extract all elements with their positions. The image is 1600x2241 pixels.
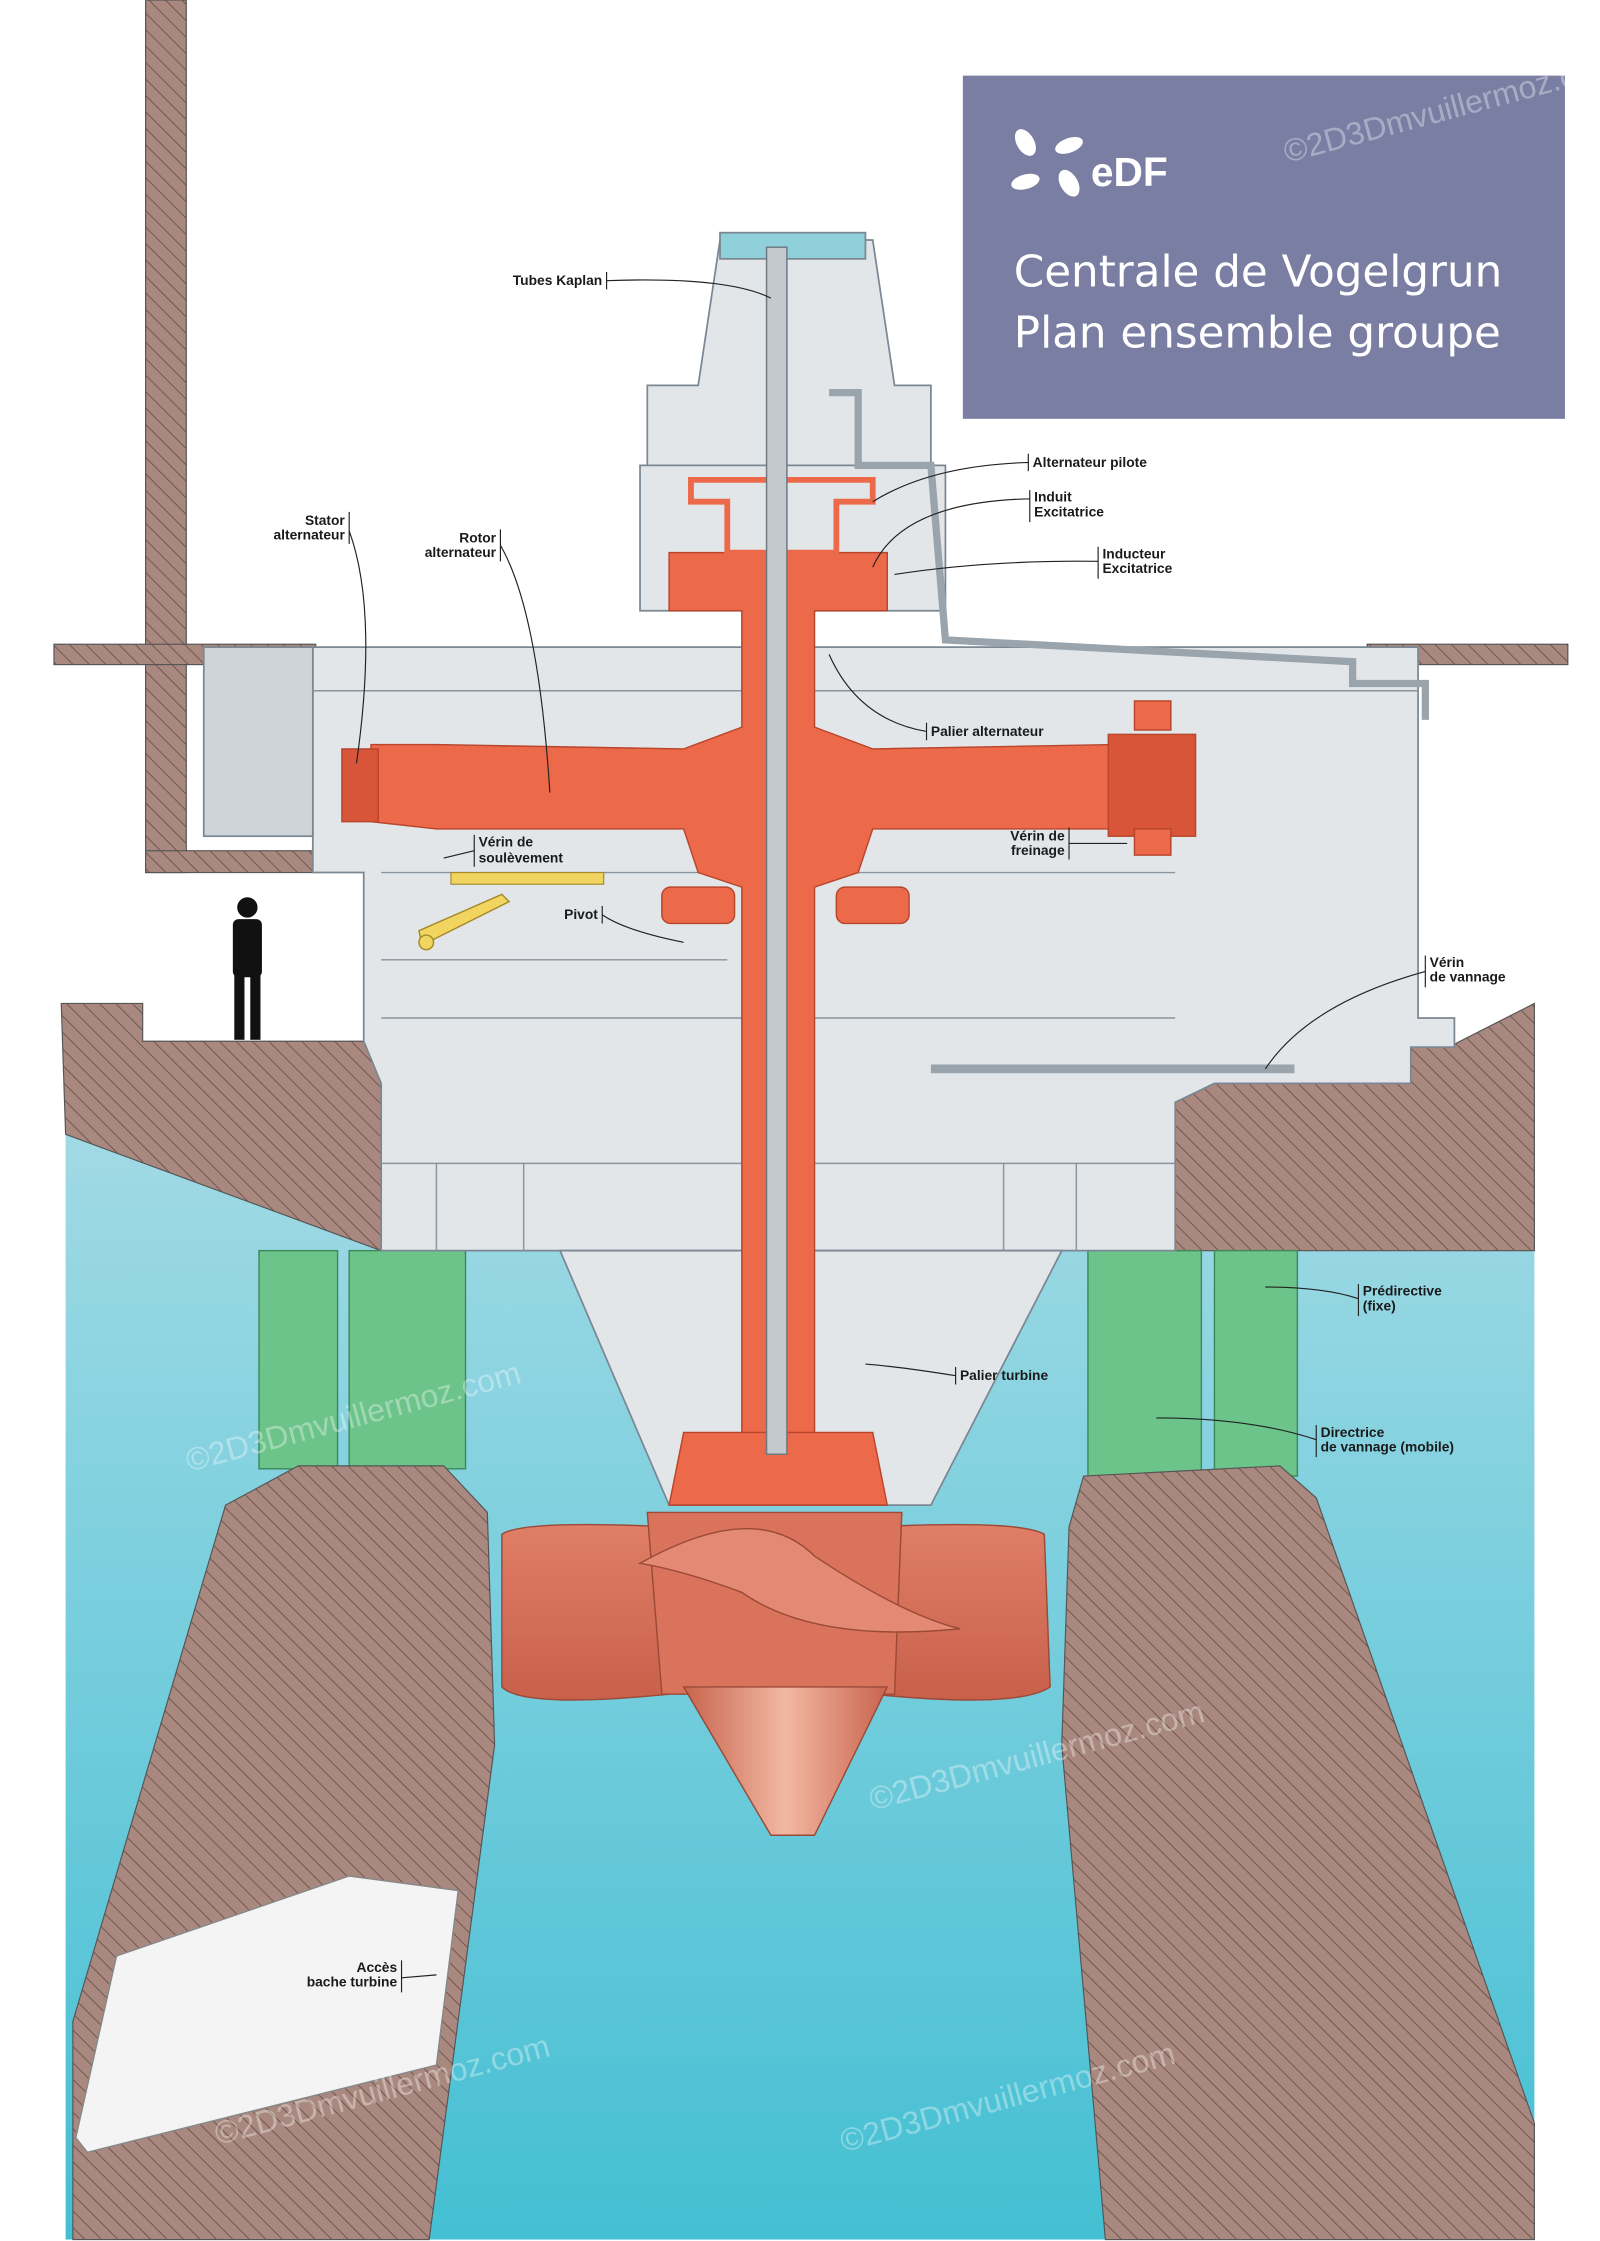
label-rotor-1: Rotor bbox=[459, 529, 496, 545]
edf-logo-text: eDF bbox=[1091, 149, 1168, 195]
label-alternateur-pilote: Alternateur pilote bbox=[1033, 454, 1148, 470]
label-rotor-2: alternateur bbox=[425, 544, 497, 560]
title-line-1: Centrale de Vogelgrun bbox=[1014, 247, 1502, 297]
label-verin-soulevement-1: Vérin de bbox=[479, 833, 534, 849]
lifting-beam bbox=[450, 871, 605, 885]
label-induit-1: Induit bbox=[1034, 489, 1072, 505]
title-block: eDF Centrale de Vogelgrun Plan ensemble … bbox=[962, 75, 1565, 419]
label-acces-1: Accès bbox=[357, 1959, 398, 1975]
label-predirective-1: Prédirective bbox=[1363, 1283, 1442, 1299]
label-directrice-2: de vannage (mobile) bbox=[1321, 1438, 1454, 1454]
label-pivot: Pivot bbox=[564, 906, 598, 922]
label-verin-freinage-2: freinage bbox=[1011, 842, 1065, 858]
kaplan-runner bbox=[501, 1511, 1051, 1836]
person-silhouette bbox=[232, 897, 262, 1040]
title-line-2: Plan ensemble groupe bbox=[1014, 309, 1501, 359]
label-verin-soulevement-2: soulèvement bbox=[479, 849, 564, 865]
label-stator-1: Stator bbox=[305, 512, 345, 528]
label-verin-vannage-2: de vannage bbox=[1430, 969, 1506, 985]
main-shaft bbox=[765, 246, 788, 1455]
label-tubes-kaplan: Tubes Kaplan bbox=[513, 272, 602, 288]
label-directrice-1: Directrice bbox=[1321, 1424, 1385, 1440]
label-acces-2: bache turbine bbox=[307, 1974, 398, 1990]
label-verin-vannage-1: Vérin bbox=[1430, 954, 1465, 970]
label-inducteur-1: Inducteur bbox=[1102, 545, 1165, 561]
label-palier-turbine: Palier turbine bbox=[960, 1367, 1048, 1383]
label-stator-2: alternateur bbox=[274, 527, 346, 543]
crane-arm bbox=[418, 893, 511, 947]
label-verin-freinage-1: Vérin de bbox=[1010, 828, 1065, 844]
crane-hook bbox=[418, 934, 435, 951]
label-inducteur-2: Excitatrice bbox=[1102, 560, 1172, 576]
labels: Tubes Kaplan Alternateur pilote Induit E… bbox=[274, 271, 1506, 1993]
right-pier bbox=[1061, 1465, 1535, 2241]
rotor-assembly bbox=[341, 476, 1197, 1506]
label-palier-alternateur: Palier alternateur bbox=[931, 723, 1044, 739]
label-predirective-2: (fixe) bbox=[1363, 1297, 1396, 1313]
access-stair bbox=[74, 1875, 460, 2154]
label-induit-2: Excitatrice bbox=[1034, 503, 1104, 519]
edf-logo-icon bbox=[1011, 129, 1083, 197]
